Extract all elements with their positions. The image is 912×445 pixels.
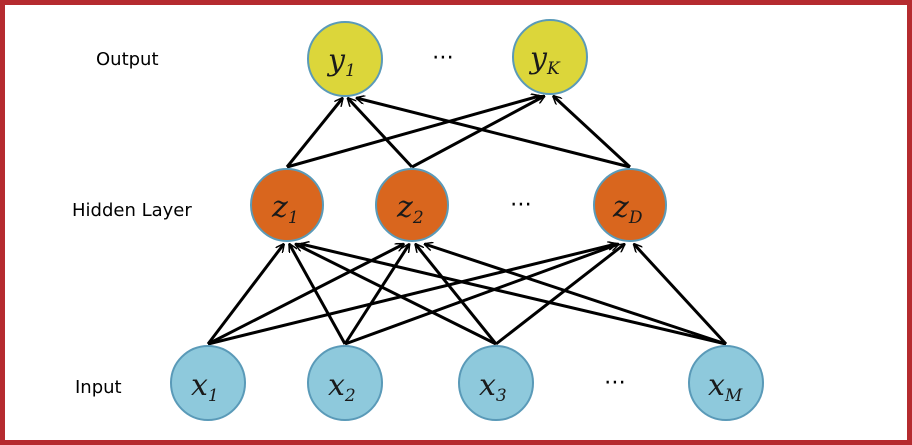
hidden-node-z2: z2 [375, 168, 449, 242]
svg-text:y1: y1 [326, 43, 356, 81]
output-node-y1: y1 [307, 21, 383, 97]
edge-input4-hidden3 [634, 244, 728, 346]
edge-input3-hidden3 [495, 244, 625, 346]
edge-input3-hidden1 [295, 242, 497, 346]
svg-text:x1: x1 [191, 368, 219, 406]
edge-input4-hidden2 [425, 244, 727, 346]
edge-input2-hidden2 [343, 244, 409, 345]
edge-input2-hidden3 [344, 244, 619, 346]
hidden-layer-label: Hidden Layer [72, 200, 192, 221]
svg-text:z2: z2 [396, 190, 424, 228]
edges [206, 94, 728, 346]
input-node-x2: x2 [307, 345, 383, 421]
edge-input1-hidden1 [206, 244, 284, 345]
edge-input2-hidden1 [288, 244, 347, 345]
edge-hidden1-output1 [285, 98, 343, 168]
edge-input1-hidden3 [207, 244, 616, 346]
input-node-x3: x3 [458, 345, 534, 421]
hidden-node-z1: z1 [250, 168, 324, 242]
svg-text:zD: zD [612, 190, 643, 228]
edge-input3-hidden2 [415, 244, 498, 345]
edge-input1-hidden2 [207, 242, 404, 346]
input-node-xm: xM [688, 345, 764, 421]
output-node-yk: yK [512, 19, 588, 95]
svg-text:z1: z1 [271, 190, 299, 228]
edge-hidden3-output2 [553, 96, 632, 169]
output-layer-label: Output [96, 49, 159, 70]
edge-hidden3-output1 [356, 98, 631, 169]
output-ellipsis: ⋯ [432, 45, 454, 70]
edge-hidden2-output1 [348, 98, 414, 169]
hidden-node-zd: zD [593, 168, 667, 242]
hidden-ellipsis: ⋯ [510, 192, 532, 217]
svg-text:x2: x2 [328, 368, 356, 406]
input-layer-label: Input [75, 377, 122, 398]
edge-input4-hidden1 [301, 244, 727, 346]
input-node-x1: x1 [170, 345, 246, 421]
svg-text:x3: x3 [479, 368, 507, 406]
edge-hidden1-output2 [286, 96, 539, 169]
svg-text:xM: xM [708, 368, 743, 406]
svg-text:yK: yK [528, 41, 561, 79]
input-ellipsis: ⋯ [604, 370, 626, 395]
edge-hidden2-output2 [411, 94, 544, 169]
